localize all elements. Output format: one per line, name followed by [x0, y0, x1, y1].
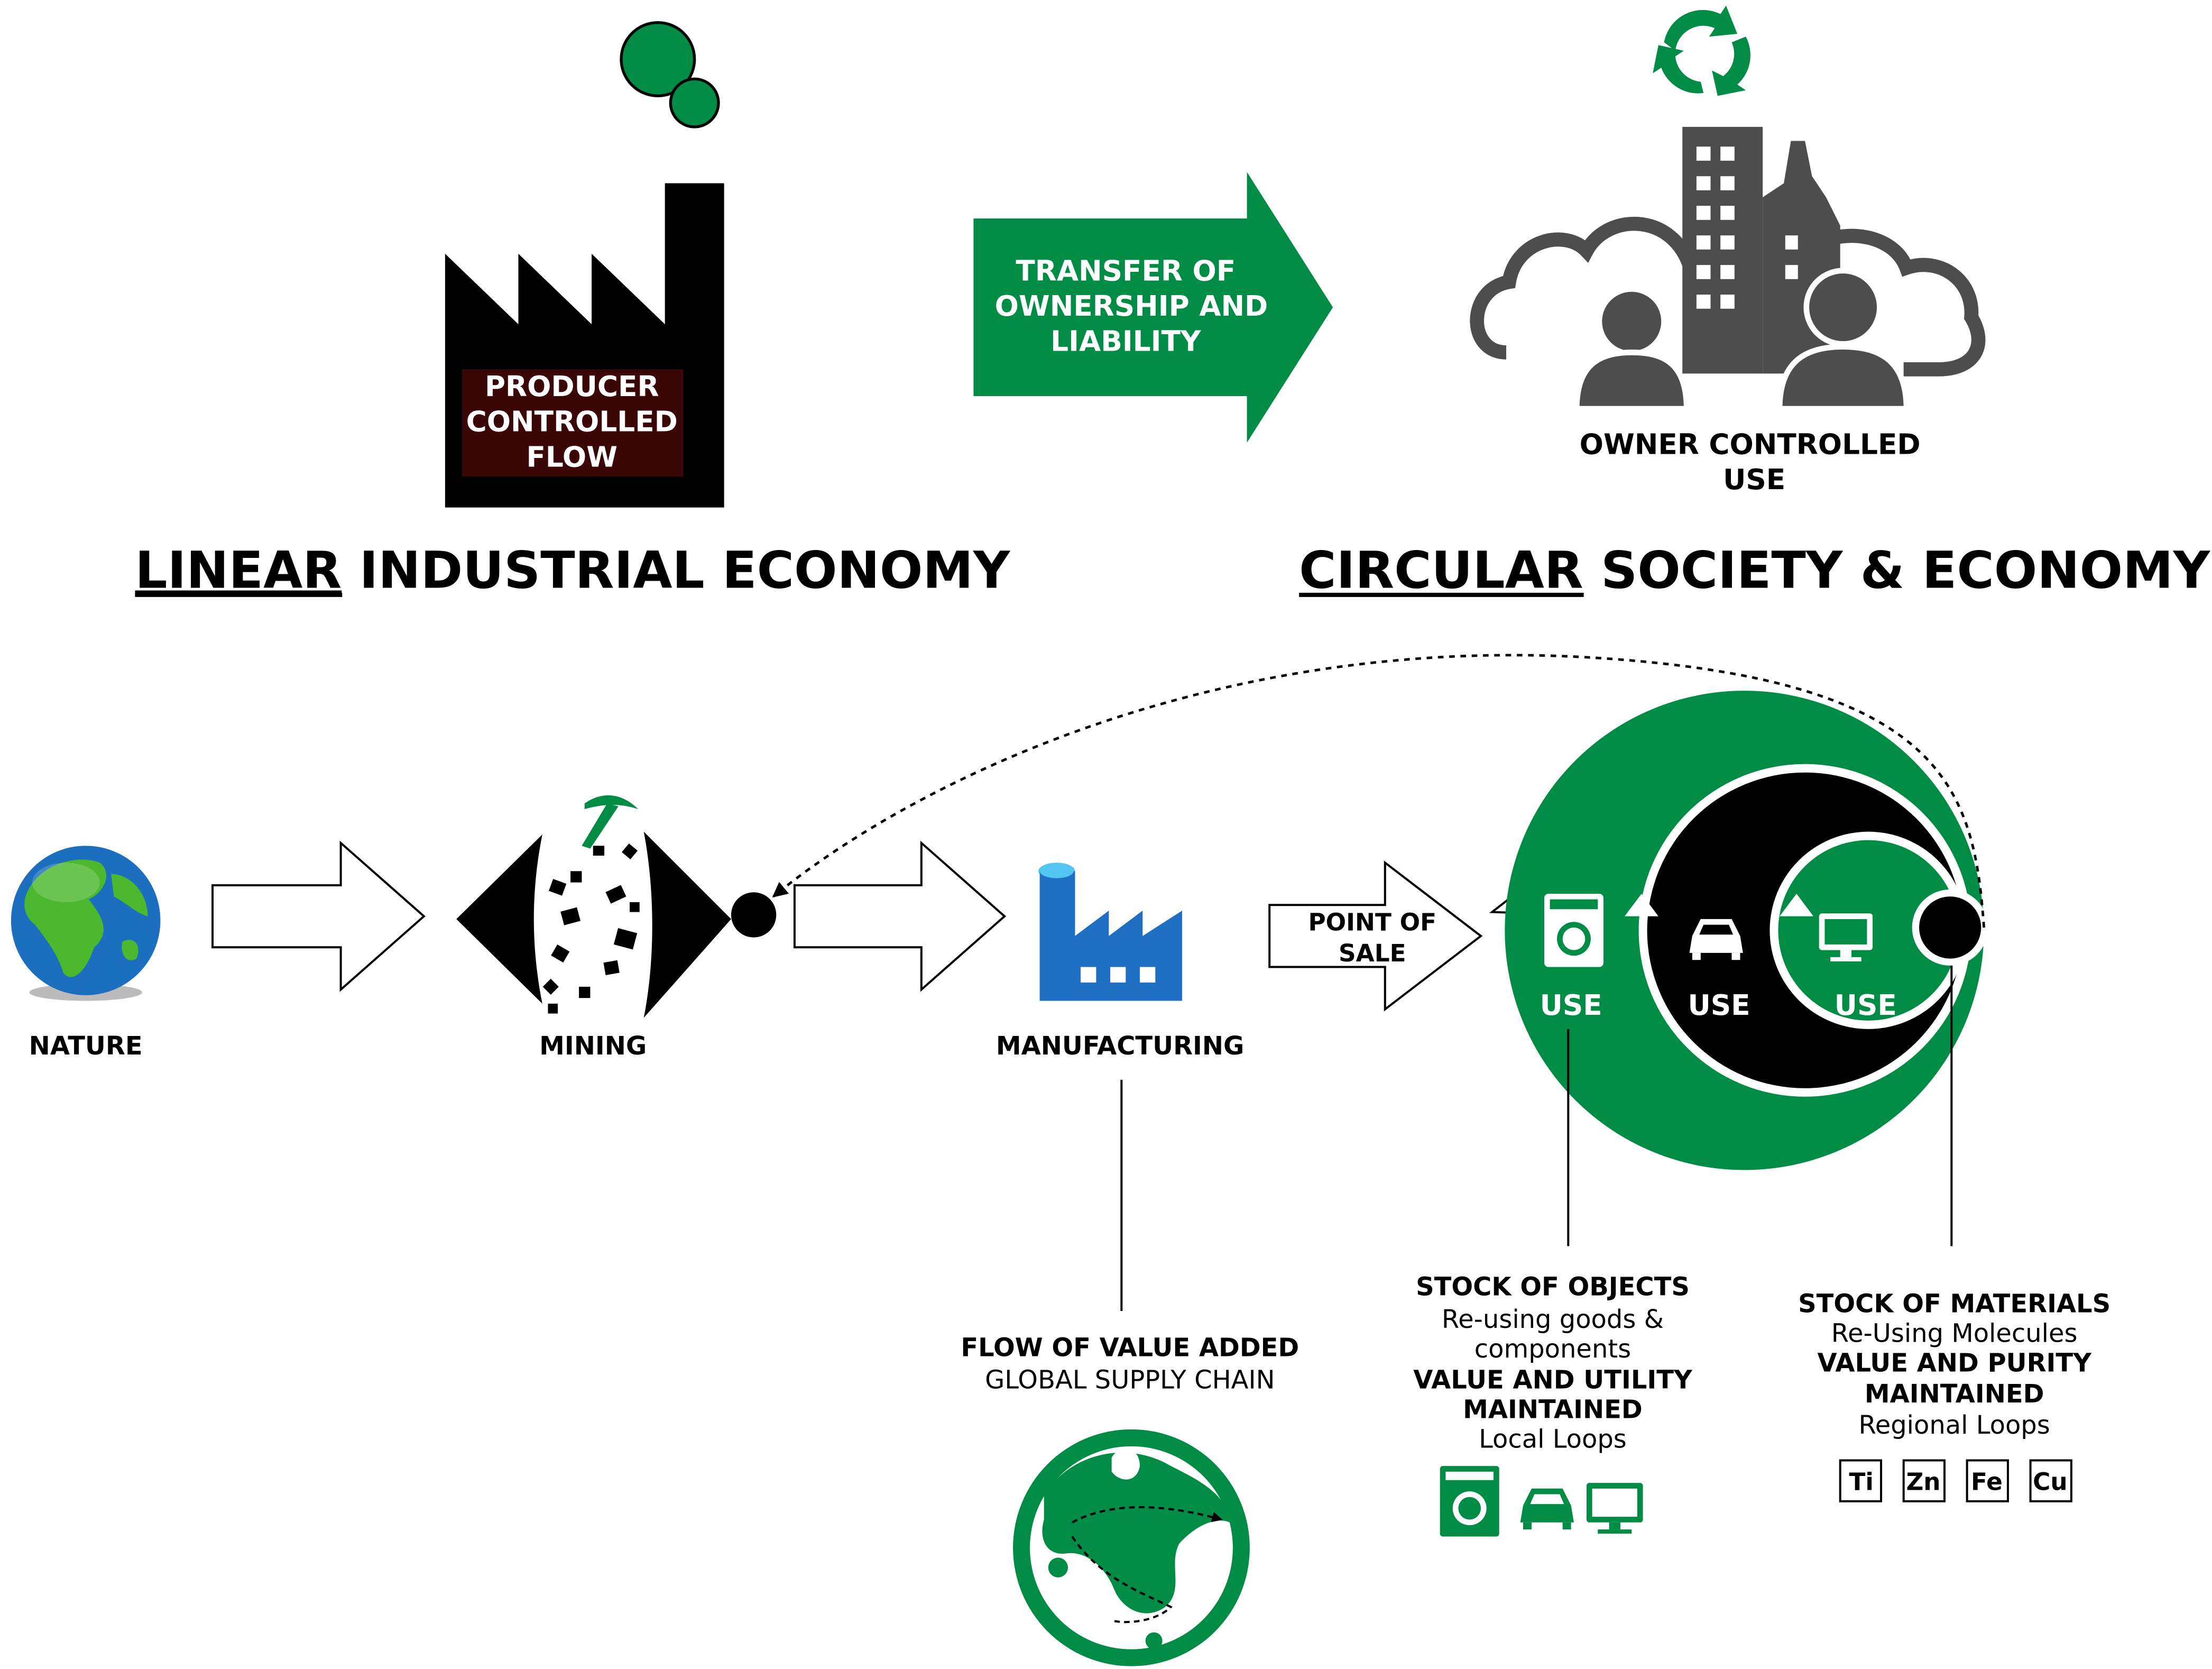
element-tile-ti: [1839, 1459, 1883, 1502]
use-label-3: USE: [1835, 989, 1897, 1022]
earth-icon: [11, 846, 161, 1001]
owner-label-line-2: USE: [1723, 463, 1785, 496]
stock-objects-value-1: VALUE AND UTILITY: [1413, 1365, 1693, 1395]
point-of-sale-arrow: [1268, 860, 1483, 1012]
stock-objects-value-2: MAINTAINED: [1463, 1395, 1643, 1425]
flow-arrow-1: [211, 840, 426, 992]
point-of-sale-line-2: SALE: [1339, 939, 1406, 967]
stock-objects-loops: Local Loops: [1479, 1425, 1627, 1454]
element-fe: Fe: [1971, 1468, 2003, 1496]
washing-machine-icon: [1544, 893, 1603, 967]
washing-machine-icon-small: [1440, 1466, 1499, 1537]
monitor-icon-small: [1586, 1483, 1643, 1534]
stock-objects-line-2: components: [1474, 1334, 1631, 1364]
use-label-1: USE: [1540, 989, 1602, 1022]
transfer-label-line-3: LIABILITY: [1050, 325, 1202, 358]
element-cu: Cu: [2033, 1468, 2068, 1496]
linear-heading-underlined: LINEAR: [135, 541, 342, 600]
factory-label-line-2: CONTROLLED: [466, 406, 678, 438]
manufacturing-icon: [1038, 863, 1182, 1001]
factory-label-line-3: FLOW: [526, 441, 617, 473]
point-of-sale-line-1: POINT OF: [1308, 908, 1436, 936]
stock-objects-title: STOCK OF OBJECTS: [1416, 1272, 1690, 1302]
stock-materials-value-2: MAINTAINED: [1865, 1379, 2044, 1409]
element-tile-cu: [2029, 1459, 2072, 1502]
stock-materials-title: STOCK OF MATERIALS: [1798, 1289, 2110, 1319]
smoke-icon: [620, 21, 720, 129]
element-zn: Zn: [1906, 1468, 1940, 1496]
linear-heading-rest: INDUSTRIAL ECONOMY: [342, 541, 1011, 600]
factory-label-box: [462, 369, 684, 476]
mining-label: MINING: [539, 1031, 647, 1061]
car-icon-small: [1520, 1488, 1574, 1530]
city-people-icon: [1470, 126, 1986, 412]
circular-heading-underlined: CIRCULAR: [1299, 541, 1583, 600]
use-label-2: USE: [1688, 989, 1750, 1022]
element-tile-zn: [1902, 1459, 1946, 1502]
monitor-icon: [1819, 913, 1873, 961]
factory-icon: PRODUCER CONTROLLED FLOW: [445, 183, 724, 508]
nature-label: NATURE: [29, 1031, 143, 1061]
return-loop-arrow: [772, 654, 1986, 928]
stock-materials-line-1: Re-Using Molecules: [1831, 1319, 2078, 1349]
circular-heading-rest: SOCIETY & ECONOMY: [1583, 541, 2211, 600]
stock-materials-value-1: VALUE AND PURITY: [1817, 1349, 2092, 1378]
recycle-icon: [1653, 5, 1750, 96]
circular-loops: [1505, 691, 1988, 1170]
owner-label-line-1: OWNER CONTROLLED: [1580, 428, 1921, 461]
stock-materials-loops: Regional Loops: [1859, 1410, 2050, 1440]
car-icon: [1689, 919, 1743, 960]
mining-icon: [456, 831, 731, 1018]
transfer-label-line-2: OWNERSHIP AND: [995, 290, 1268, 323]
value-added-title: FLOW OF VALUE ADDED: [961, 1333, 1299, 1362]
linear-heading: LINEAR INDUSTRIAL ECONOMY: [135, 541, 1010, 600]
element-ti: Ti: [1849, 1468, 1874, 1496]
value-added-subtitle: GLOBAL SUPPLY CHAIN: [985, 1365, 1275, 1395]
transfer-label-line-1: TRANSFER OF: [1016, 254, 1236, 287]
manufacturing-label: MANUFACTURING: [996, 1031, 1245, 1061]
global-supply-chain-icon: [1013, 1429, 1250, 1666]
pickaxe-icon: [582, 795, 639, 849]
flow-arrow-2: [793, 840, 1007, 992]
material-dot: [731, 892, 777, 938]
factory-label-line-1: PRODUCER: [485, 370, 659, 403]
stock-objects-line-1: Re-using goods &: [1442, 1305, 1664, 1334]
transfer-arrow: TRANSFER OF OWNERSHIP AND LIABILITY: [973, 172, 1333, 443]
element-tile-fe: [1966, 1459, 2009, 1502]
element-tiles: Ti Zn Fe Cu: [1839, 1459, 2072, 1502]
circular-heading: CIRCULAR SOCIETY & ECONOMY: [1299, 541, 2210, 600]
